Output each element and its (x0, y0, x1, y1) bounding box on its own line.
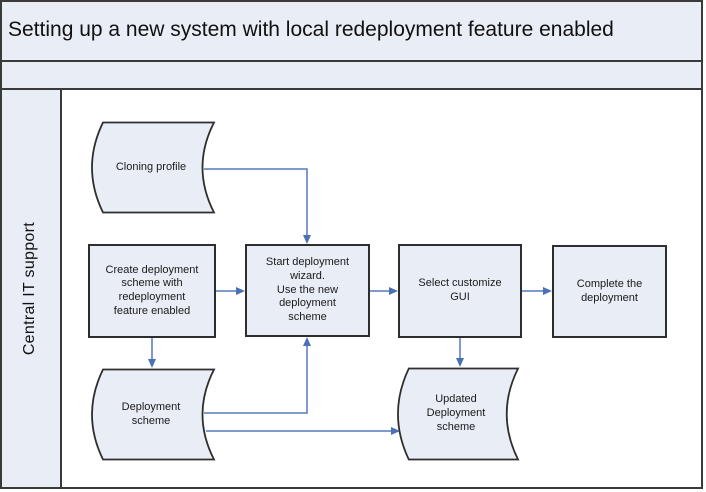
edge-scheme-to-wizard (204, 337, 311, 414)
node-cloning-profile: Cloning profile (90, 121, 216, 214)
node-select-customize-gui: Select customize GUI (398, 244, 522, 338)
node-create-deployment-scheme: Create deployment scheme with redeployme… (88, 244, 216, 338)
edge-cloning-to-wizard (204, 168, 311, 244)
node-complete-deployment: Complete the deployment (552, 245, 667, 338)
node-select-customize-gui-label: Select customize GUI (418, 277, 502, 303)
node-deployment-scheme: Deployment scheme (90, 368, 216, 461)
node-deployment-scheme-label: Deployment scheme (121, 400, 181, 427)
swimlane-label-column: Central IT support (0, 90, 62, 487)
stored-data-shape (397, 367, 520, 461)
swimlane-label: Central IT support (21, 221, 38, 356)
diagram-title-bar: Setting up a new system with local redep… (0, 0, 703, 62)
node-start-deployment-wizard: Start deployment wizard. Use the new dep… (245, 244, 370, 337)
stored-data-shape (91, 121, 216, 214)
node-updated-deployment-scheme: Updated Deployment scheme (396, 367, 520, 461)
title-separator-band (0, 62, 703, 90)
node-updated-deployment-scheme-label: Updated Deployment scheme (426, 393, 486, 433)
stored-data-shape (91, 368, 216, 461)
diagram-title: Setting up a new system with local redep… (8, 18, 614, 41)
node-start-deployment-wizard-label: Start deployment wizard. Use the new dep… (265, 256, 350, 324)
node-complete-deployment-label: Complete the deployment (576, 277, 643, 304)
node-create-deployment-scheme-label: Create deployment scheme with redeployme… (105, 263, 199, 317)
node-cloning-profile-label: Cloning profile (115, 160, 187, 173)
